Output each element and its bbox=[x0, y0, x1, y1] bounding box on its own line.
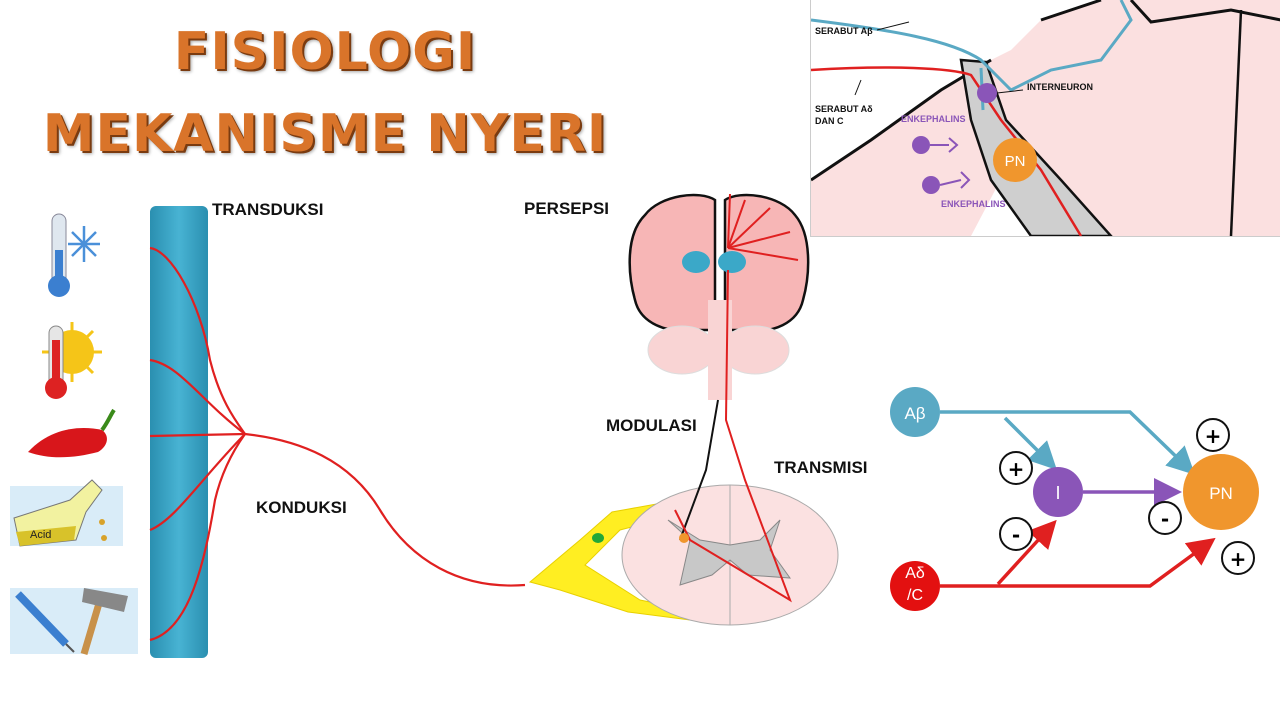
ad-node-label-1: Aδ bbox=[905, 565, 925, 582]
descending-modulation-tract bbox=[679, 399, 719, 541]
inset-serabut-ab: SERABUT Aβ bbox=[815, 26, 873, 36]
pn-node-label: PN bbox=[1209, 484, 1233, 503]
title-line-1: FISIOLOGI bbox=[173, 22, 477, 82]
ab-node bbox=[890, 387, 940, 437]
label-konduksi: KONDUKSI bbox=[256, 498, 347, 517]
label-transduksi: TRANSDUKSI bbox=[212, 200, 324, 219]
sign-plus-pn-top: + bbox=[1205, 424, 1222, 448]
interneuron-node bbox=[1033, 467, 1083, 517]
acid-label: Acid bbox=[30, 529, 51, 541]
receptor-bar bbox=[150, 206, 208, 658]
ab-node-label: Aβ bbox=[904, 404, 925, 423]
ad-c-node bbox=[890, 561, 940, 611]
synapse-dot bbox=[679, 533, 689, 543]
brain bbox=[628, 193, 810, 400]
sign-minus-pn: - bbox=[1161, 507, 1169, 531]
label-transmisi: TRANSMISI bbox=[774, 458, 868, 477]
inset-enkephalins-bottom: ENKEPHALINS bbox=[941, 199, 1006, 209]
sign-minus-ad-i: - bbox=[1012, 523, 1020, 547]
pn-node bbox=[1183, 454, 1259, 530]
title-line-2: MEKANISME NYERI bbox=[42, 104, 608, 164]
inset-serabut-ad-2: DAN C bbox=[815, 116, 844, 126]
interneuron-node-label: I bbox=[1055, 483, 1060, 503]
inset-pn-label: PN bbox=[1005, 153, 1026, 170]
syringe-hammer-icon bbox=[10, 588, 138, 655]
ganglion-cell bbox=[592, 533, 604, 543]
sign-plus-pn-bottom: + bbox=[1230, 547, 1247, 571]
label-persepsi: PERSEPSI bbox=[524, 199, 610, 218]
thalamocortical-fibers bbox=[727, 193, 799, 261]
acid-flask-icon bbox=[10, 479, 123, 547]
inset-interneuron: INTERNEURON bbox=[1027, 82, 1093, 92]
chili-pepper-icon bbox=[28, 408, 116, 458]
inset-serabut-ad-1: SERABUT Aδ bbox=[815, 104, 873, 114]
gate-control-diagram: Aβ I PN Aδ /C + - + - + bbox=[890, 387, 1259, 611]
inset-enkephalins-top: ENKEPHALINS bbox=[901, 114, 966, 124]
dorsal-horn-inset: PN SERABUT Aβ SERABUT Aδ DAN C INTERNEUR… bbox=[810, 0, 1280, 237]
label-modulasi: MODULASI bbox=[606, 416, 697, 435]
cold-thermometer-icon bbox=[48, 213, 100, 297]
dorsal-root-ganglion bbox=[528, 497, 702, 621]
spinal-cord bbox=[621, 484, 839, 626]
afferent-nerve-fibers bbox=[149, 246, 526, 642]
ad-node-label-2: /C bbox=[907, 587, 923, 604]
heat-thermometer-icon bbox=[42, 322, 102, 399]
sign-plus-ab-i: + bbox=[1008, 457, 1025, 481]
